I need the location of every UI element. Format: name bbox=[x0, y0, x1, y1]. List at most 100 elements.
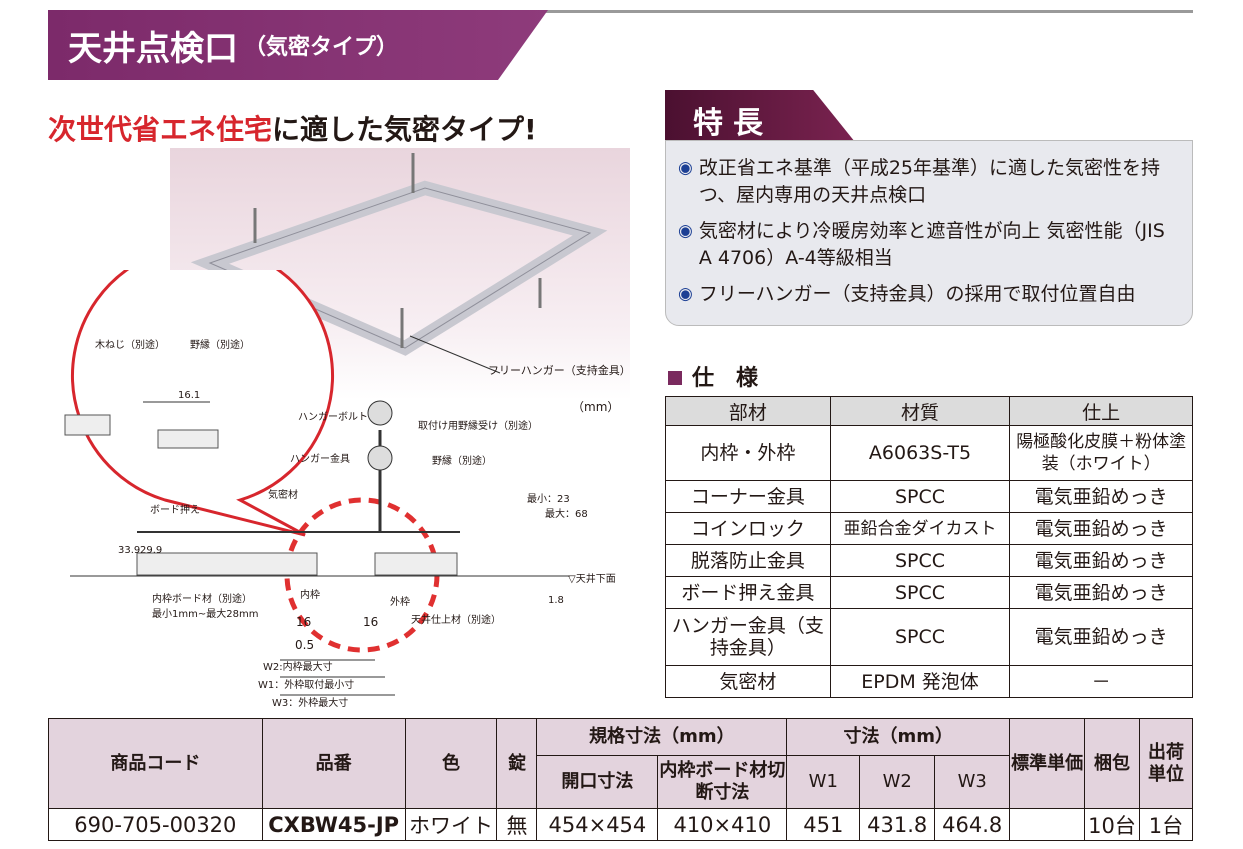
col-header-part: 品番 bbox=[261, 718, 406, 809]
cell: 電気亜鉛めっき bbox=[1009, 608, 1193, 666]
col-header-w2: W2 bbox=[859, 755, 936, 809]
label-inner-frame: 内枠 bbox=[300, 590, 320, 601]
col-header-w3: W3 bbox=[934, 755, 1011, 809]
table-row: コインロック亜鉛合金ダイカスト電気亜鉛めっき bbox=[665, 512, 1193, 545]
col-header-code: 商品コード bbox=[48, 718, 263, 809]
cell: SPCC bbox=[829, 608, 1011, 666]
label-hanger-bolt: ハンガーボルト bbox=[298, 412, 368, 423]
feature-text: 改正省エネ基準（平成25年基準）に適した気密性を持つ、屋内専用の天井点検口 bbox=[698, 157, 1161, 206]
label-ceiling-bottom: ▽天井下面 bbox=[568, 574, 616, 585]
cell-part: CXBW45-JP bbox=[261, 808, 406, 841]
page-subtitle: （気密タイプ） bbox=[244, 35, 399, 60]
dim-1-8: 1.8 bbox=[548, 595, 564, 606]
dim-33-9: 33.9 bbox=[118, 545, 141, 556]
cell-w2: 431.8 bbox=[859, 808, 936, 841]
features-box: ◉改正省エネ基準（平成25年基準）に適した気密性を持つ、屋内専用の天井点検口 ◉… bbox=[665, 140, 1193, 326]
col-header-unit: 出荷単位 bbox=[1138, 718, 1194, 809]
col-header-price: 標準単価 bbox=[1009, 718, 1086, 809]
col-header: 材質 bbox=[829, 396, 1011, 426]
cell: ボード押え金具 bbox=[665, 576, 831, 609]
label-ceiling-finish: 天井仕上材（別途） bbox=[411, 615, 501, 626]
cell-board-cut: 410×410 bbox=[657, 808, 788, 841]
cell: SPCC bbox=[829, 544, 1011, 577]
cell: 電気亜鉛めっき bbox=[1009, 544, 1193, 577]
feature-text: 気密材により冷暖房効率と遮音性が向上 気密性能（JIS A 4706）A-4等級… bbox=[698, 220, 1165, 269]
dim-min-23: 最小：23 bbox=[527, 494, 570, 505]
label-noburi: 野縁（別途） bbox=[190, 340, 250, 351]
page-title: 天井点検口 bbox=[68, 28, 238, 69]
spec-title-text: 仕 様 bbox=[692, 366, 759, 391]
label-noburi-receiver: 取付け用野縁受け（別途） bbox=[418, 421, 538, 432]
label-board-press: ボード押え bbox=[150, 505, 200, 516]
col-header-size: 寸法（mm） bbox=[786, 718, 1011, 756]
header-rule bbox=[48, 10, 1193, 13]
bullet-icon: ◉ bbox=[678, 284, 693, 304]
dim-29-9: 29.9 bbox=[140, 545, 163, 556]
label-noburi-2: 野縁（別途） bbox=[432, 456, 492, 467]
square-icon bbox=[668, 371, 682, 385]
label-wood-screw: 木ねじ（別途） bbox=[95, 340, 165, 351]
features-tab: 特長 bbox=[665, 90, 855, 142]
cell-color: ホワイト bbox=[404, 808, 498, 841]
cell: 電気亜鉛めっき bbox=[1009, 512, 1193, 545]
cell-price bbox=[1009, 808, 1086, 841]
cell-unit: 1台 bbox=[1138, 808, 1194, 841]
label-w3: W3：外枠最大寸 bbox=[272, 698, 349, 709]
headline-red: 次世代省エネ住宅 bbox=[48, 113, 273, 146]
feature-item: ◉気密材により冷暖房効率と遮音性が向上 気密性能（JIS A 4706）A-4等… bbox=[678, 218, 1180, 272]
dim-16-1: 16.1 bbox=[178, 390, 201, 401]
label-seal: 気密材 bbox=[268, 490, 298, 501]
cell: コーナー金具 bbox=[665, 480, 831, 513]
cell-w3: 464.8 bbox=[934, 808, 1011, 841]
headline: 次世代省エネ住宅に適した気密タイプ! bbox=[48, 108, 537, 148]
feature-item: ◉フリーハンガー（支持金具）の採用で取付位置自由 bbox=[678, 281, 1180, 308]
label-w2: W2:内枠最大寸 bbox=[263, 662, 333, 673]
dim-max-68: 最大：68 bbox=[545, 509, 588, 520]
cell-lock: 無 bbox=[496, 808, 538, 841]
spec-title: 仕 様 bbox=[668, 360, 758, 392]
label-free-hanger: フリーハンガー（支持金具） bbox=[488, 364, 631, 377]
dim-0-5: 0.5 bbox=[295, 638, 315, 652]
access-panel-frame-image bbox=[190, 153, 608, 374]
label-outer-frame: 外枠 bbox=[390, 597, 410, 608]
feature-item: ◉改正省エネ基準（平成25年基準）に適した気密性を持つ、屋内専用の天井点検口 bbox=[678, 155, 1180, 209]
feature-text: フリーハンガー（支持金具）の採用で取付位置自由 bbox=[698, 283, 1136, 305]
cell-opening: 454×454 bbox=[536, 808, 659, 841]
unit-label: （mm） bbox=[572, 400, 620, 414]
cell: SPCC bbox=[829, 576, 1011, 609]
cell: 電気亜鉛めっき bbox=[1009, 576, 1193, 609]
cell: 内枠・外枠 bbox=[665, 425, 831, 481]
label-inner-board: 内枠ボード材（別途） bbox=[152, 594, 252, 605]
headline-black: に適した気密タイプ! bbox=[272, 113, 537, 146]
bullet-icon: ◉ bbox=[678, 221, 693, 241]
label-w1: W1：外枠取付最小寸 bbox=[258, 680, 355, 691]
col-header-color: 色 bbox=[404, 718, 498, 809]
table-row: 690-705-00320 CXBW45-JP ホワイト 無 454×454 4… bbox=[48, 808, 1194, 841]
cell-w1: 451 bbox=[786, 808, 861, 841]
cell: 電気亜鉛めっき bbox=[1009, 480, 1193, 513]
label-hanger-bracket: ハンガー金具 bbox=[290, 454, 350, 465]
col-header-board-cut: 内枠ボード材切断寸法 bbox=[657, 755, 788, 809]
cell: SPCC bbox=[829, 480, 1011, 513]
cell: 脱落防止金具 bbox=[665, 544, 831, 577]
dim-16-b: 16 bbox=[363, 615, 379, 629]
col-header-pack: 梱包 bbox=[1084, 718, 1140, 809]
section-drawing bbox=[64, 270, 570, 696]
cell: EPDM 発泡体 bbox=[829, 665, 1011, 698]
cell: 陽極酸化皮膜＋粉体塗装（ホワイト） bbox=[1009, 425, 1193, 481]
cell: － bbox=[1009, 665, 1193, 698]
col-header: 仕上 bbox=[1009, 396, 1193, 426]
product-table: 商品コード 品番 色 錠 規格寸法（mm） 寸法（mm） 標準単価 梱包 出荷単… bbox=[48, 718, 1194, 841]
cell-code: 690-705-00320 bbox=[48, 808, 263, 841]
col-header-opening: 開口寸法 bbox=[536, 755, 659, 809]
label-board-range: 最小1mm~最大28mm bbox=[152, 609, 259, 620]
cell: 気密材 bbox=[665, 665, 831, 698]
cell: 亜鉛合金ダイカスト bbox=[829, 512, 1011, 545]
col-header: 部材 bbox=[665, 396, 831, 426]
